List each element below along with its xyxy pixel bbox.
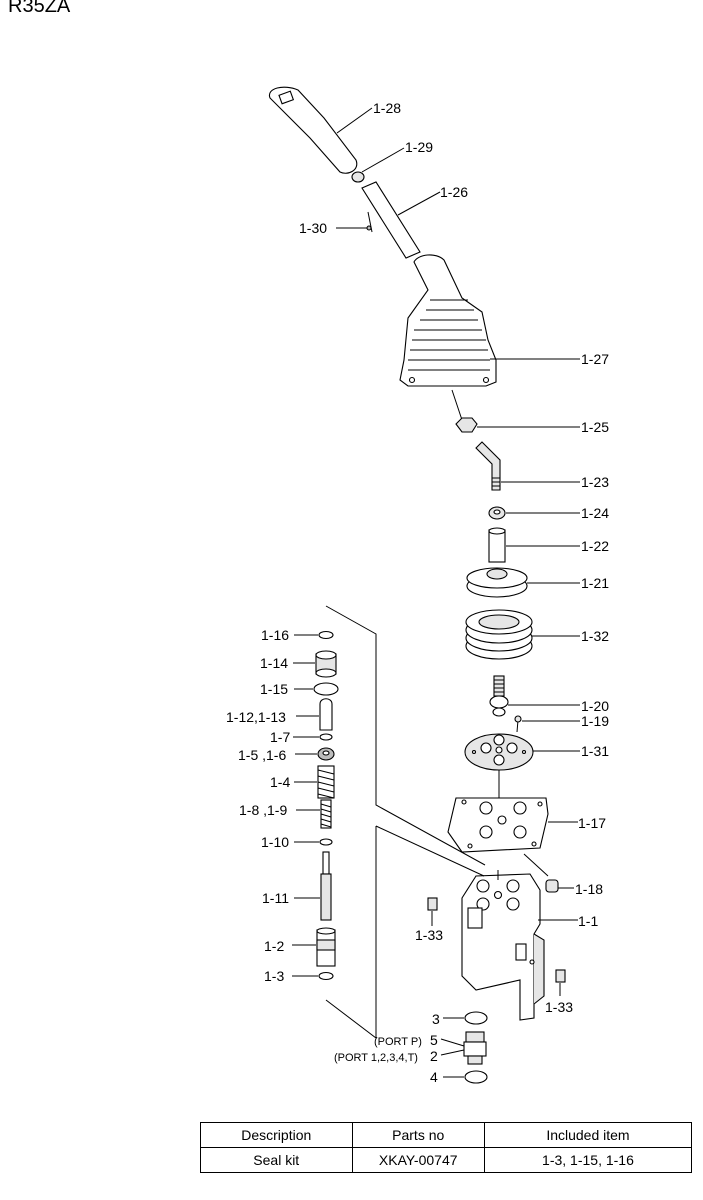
part-1-25-nut: [455, 417, 478, 433]
label-1-29: 1-29: [405, 139, 433, 155]
label-1-27: 1-27: [581, 351, 609, 367]
label-port-1234t: (PORT 1,2,3,4,T): [334, 1052, 418, 1064]
label-1-14: 1-14: [260, 655, 288, 671]
label-1-8-9: 1-8 ,1-9: [239, 802, 287, 818]
label-1-30: 1-30: [299, 220, 327, 236]
part-1-26-lever-tube: [361, 181, 421, 259]
part-4-o-ring: [464, 1070, 488, 1084]
part-1-18-plug: [545, 879, 559, 893]
label-4: 4: [430, 1069, 438, 1085]
label-1-16: 1-16: [261, 627, 289, 643]
table-header-cell: Included item: [483, 1122, 693, 1148]
label-port-p: (PORT P): [374, 1036, 422, 1048]
part-1-30-pin: [366, 225, 372, 231]
label-5: 5: [430, 1032, 438, 1048]
part-3-o-ring: [464, 1011, 488, 1025]
part-5-2-fittings: [463, 1031, 487, 1065]
label-1-23: 1-23: [581, 474, 609, 490]
part-1-4-spring: [317, 765, 335, 799]
label-1-1: 1-1: [578, 913, 598, 929]
label-1-4: 1-4: [270, 774, 290, 790]
label-1-33-right: 1-33: [545, 999, 573, 1015]
label-1-32: 1-32: [581, 628, 609, 644]
part-1-1-casing: [461, 870, 545, 1021]
part-1-19-small-screw: [514, 715, 522, 723]
label-1-26: 1-26: [440, 184, 468, 200]
label-1-25: 1-25: [581, 419, 609, 435]
table-header-row: Description Parts no Included item: [200, 1122, 693, 1148]
part-1-8-9-spring: [320, 799, 332, 829]
label-1-31: 1-31: [581, 743, 609, 759]
part-1-32-spring-stack: [465, 609, 533, 660]
part-1-5-6-seat: [317, 747, 335, 761]
part-1-23-bent-rod: [475, 441, 501, 491]
label-1-22: 1-22: [581, 538, 609, 554]
part-1-33-plug-left: [427, 897, 438, 911]
part-1-15-seal: [313, 682, 339, 696]
table-header-cell: Parts no: [351, 1122, 485, 1148]
label-1-3: 1-3: [264, 968, 284, 984]
diagram-title: R35ZA: [8, 0, 71, 17]
label-1-33-left: 1-33: [415, 927, 443, 943]
part-1-10-washer: [319, 838, 333, 846]
part-1-17-gasket: [447, 797, 549, 853]
label-1-7: 1-7: [270, 729, 290, 745]
part-1-7-washer: [319, 733, 333, 741]
table-cell: XKAY-00747: [351, 1147, 485, 1173]
table-cell: 1-3, 1-15, 1-16: [483, 1147, 693, 1173]
label-3: 3: [432, 1011, 440, 1027]
label-1-5-6: 1-5 ,1-6: [238, 747, 286, 763]
part-1-31-plate: [464, 733, 534, 771]
table-row: Seal kit XKAY-00747 1-3, 1-15, 1-16: [200, 1147, 693, 1173]
label-1-18: 1-18: [575, 881, 603, 897]
part-1-27-boot: [399, 254, 497, 387]
label-1-20: 1-20: [581, 698, 609, 714]
part-1-33-plug-right: [555, 969, 566, 983]
label-1-12-13: 1-12,1-13: [226, 709, 286, 725]
table-header-cell: Description: [200, 1122, 353, 1148]
part-1-11-spool: [320, 851, 332, 921]
bracket-line-upper: [325, 605, 486, 866]
label-2: 2: [430, 1048, 438, 1064]
part-1-16-ring: [318, 630, 334, 640]
table-cell: Seal kit: [200, 1147, 353, 1173]
label-1-28: 1-28: [373, 100, 401, 116]
part-1-20-screw: [489, 675, 509, 717]
part-1-29-cap: [351, 171, 365, 183]
label-1-24: 1-24: [581, 505, 609, 521]
seal-kit-table: Description Parts no Included item Seal …: [200, 1122, 693, 1173]
part-1-21-plate: [466, 567, 528, 598]
part-1-2-plug: [316, 927, 336, 967]
part-1-28-grip: [268, 86, 358, 174]
part-1-12-13-piston: [319, 698, 333, 731]
label-1-11: 1-11: [262, 890, 289, 906]
label-1-17: 1-17: [578, 815, 606, 831]
part-1-3-o-ring: [318, 971, 334, 981]
label-1-10: 1-10: [261, 834, 289, 850]
part-1-14-bushing: [315, 650, 337, 678]
part-1-22-coupling: [488, 529, 506, 563]
bracket-line-lower: [325, 826, 377, 1040]
label-1-2: 1-2: [264, 938, 284, 954]
label-1-21: 1-21: [581, 575, 609, 591]
label-1-15: 1-15: [260, 681, 288, 697]
label-1-19: 1-19: [581, 713, 609, 729]
